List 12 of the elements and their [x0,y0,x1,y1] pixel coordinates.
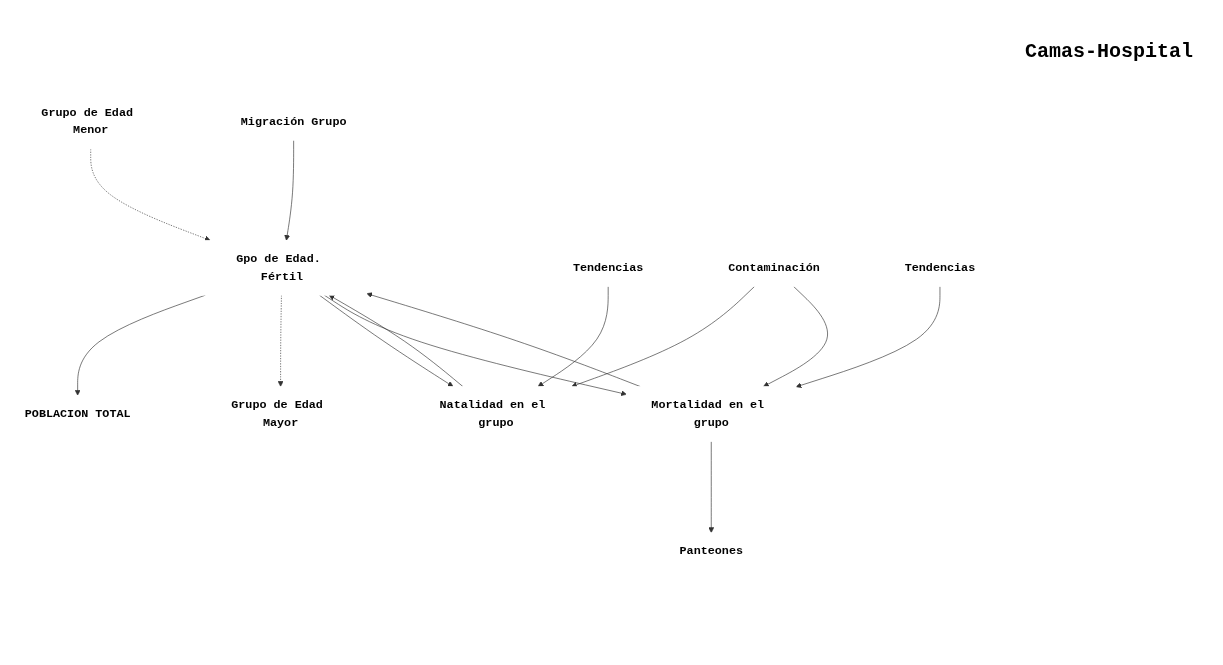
note-text: Camas-Hospital [1024,40,1193,63]
node-text: Grupo de Edad Mayor [231,398,323,430]
node-text: POBLACION TOTAL [24,407,131,421]
node-text: Tendencias [904,261,976,275]
node-text: Tendencias [572,261,644,275]
node-text: Natalidad en el grupo [439,398,546,430]
node-text: Grupo de Edad Menor [41,106,133,138]
node-text: Mortalidad en el grupo [651,398,765,430]
node-text: Gpo de Edad. Fértil [236,252,321,284]
node-text: Panteones [679,544,743,558]
node-text: Contaminación [728,261,820,275]
node-text: Migración Grupo [240,115,347,129]
